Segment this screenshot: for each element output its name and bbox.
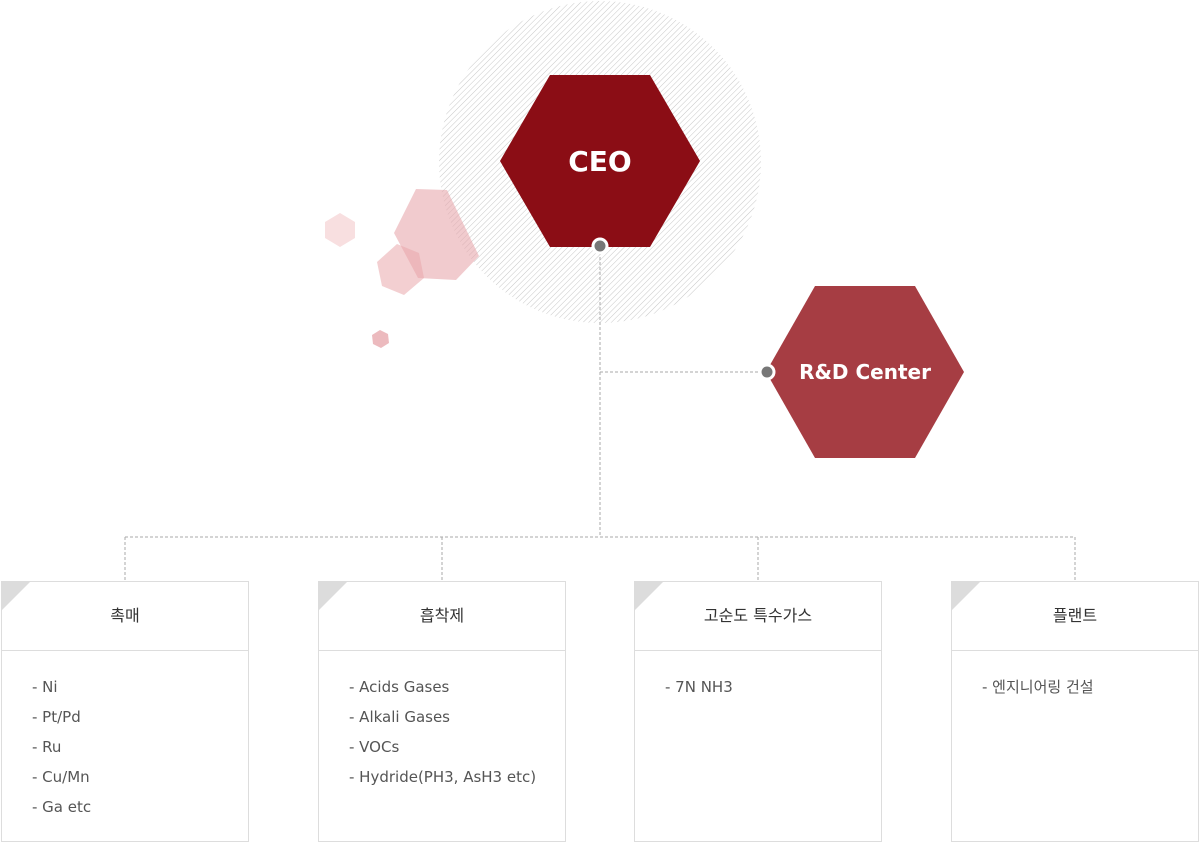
decor-hexagon-medium (377, 244, 424, 295)
department-item-list: - Acids Gases - Alkali Gases - VOCs - Hy… (319, 651, 565, 792)
list-item: - Hydride(PH3, AsH3 etc) (349, 768, 537, 786)
list-item: - 7N NH3 (665, 678, 733, 696)
corner-accent (1, 581, 31, 611)
rd-center-hexagon (766, 286, 964, 458)
list-item: - Cu/Mn (32, 768, 90, 786)
ceo-label: CEO (568, 144, 632, 178)
department-title: 고순도 특수가스 (635, 582, 881, 651)
department-item-list: - Ni - Pt/Pd - Ru - Cu/Mn - Ga etc (2, 651, 248, 822)
ceo-node-dot (591, 237, 609, 255)
connector-lines (124, 252, 1076, 581)
corner-accent (951, 581, 981, 611)
department-title: 흡착제 (319, 582, 565, 651)
decor-hexagon-tiny (372, 330, 389, 348)
decor-hexagon-small (325, 213, 355, 247)
department-item-list: - 7N NH3 (635, 651, 881, 702)
department-box-catalyst: 촉매 - Ni - Pt/Pd - Ru - Cu/Mn - Ga etc (1, 581, 249, 842)
department-title: 플랜트 (952, 582, 1198, 651)
list-item: - Ga etc (32, 798, 92, 816)
department-box-plant: 플랜트 - 엔지니어링 건설 (951, 581, 1199, 842)
list-item: - Acids Gases (349, 678, 450, 696)
list-item: - VOCs (349, 738, 400, 756)
list-item: - Ni (32, 678, 58, 696)
rd-node-dot (758, 363, 776, 381)
list-item: - 엔지니어링 건설 (982, 678, 1094, 696)
department-item-list: - 엔지니어링 건설 (952, 651, 1198, 702)
corner-accent (318, 581, 348, 611)
corner-accent (634, 581, 664, 611)
department-box-special-gas: 고순도 특수가스 - 7N NH3 (634, 581, 882, 842)
ceo-hexagon (500, 75, 700, 247)
department-box-adsorbent: 흡착제 - Acids Gases - Alkali Gases - VOCs … (318, 581, 566, 842)
list-item: - Alkali Gases (349, 708, 451, 726)
rd-center-label: R&D Center (799, 360, 931, 384)
list-item: - Pt/Pd (32, 708, 81, 726)
department-title: 촉매 (2, 582, 248, 651)
list-item: - Ru (32, 738, 62, 756)
